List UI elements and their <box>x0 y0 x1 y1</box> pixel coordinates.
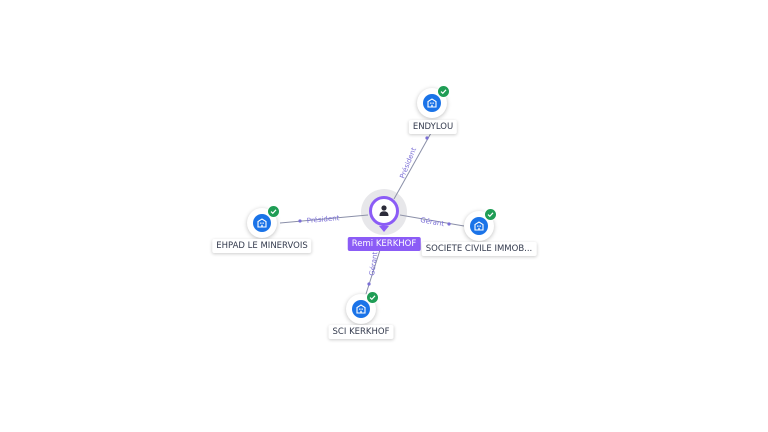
company-icon-bg <box>253 214 271 232</box>
company-node-sci-civile[interactable] <box>464 208 497 241</box>
person-name-label[interactable]: Remi KERKHOF <box>347 237 421 251</box>
company-icon-bg <box>423 94 441 112</box>
check-icon <box>369 295 376 301</box>
edge-endylou <box>393 132 432 200</box>
company-icon-bg <box>470 217 488 235</box>
edge-ehpad <box>279 214 369 224</box>
edge-label-ehpad: Président <box>306 214 339 225</box>
company-node-sci-kerkhof[interactable] <box>346 291 379 324</box>
building-icon <box>356 304 366 314</box>
company-label-endylou[interactable]: ENDYLOU <box>408 120 458 134</box>
verified-badge <box>366 291 379 304</box>
edge-label-sci-civile: Gérant <box>420 216 445 228</box>
building-icon <box>257 218 267 228</box>
check-icon <box>487 212 494 218</box>
company-label-ehpad[interactable]: EHPAD LE MINERVOIS <box>212 239 312 253</box>
check-icon <box>440 89 447 95</box>
verified-badge <box>484 208 497 221</box>
edge-label-sci-kerkhof: Gérant <box>368 251 379 276</box>
edge-sci-civile <box>399 214 465 227</box>
edge-sci-kerkhof <box>365 249 381 295</box>
verified-badge <box>267 205 280 218</box>
company-node-ehpad[interactable] <box>247 205 280 238</box>
company-icon-bg <box>352 300 370 318</box>
edge-arrow-ehpad <box>298 219 302 223</box>
edge-arrow-sci-civile <box>447 222 451 226</box>
building-icon <box>474 221 484 231</box>
building-icon <box>427 98 437 108</box>
verified-badge <box>437 85 450 98</box>
edge-label-endylou: Président <box>398 146 418 180</box>
person-icon <box>379 205 389 216</box>
edge-arrow-endylou <box>425 136 429 140</box>
company-label-sci-civile[interactable]: SOCIETE CIVILE IMMOB... <box>421 242 537 256</box>
edge-arrow-sci-kerkhof <box>367 282 371 286</box>
check-icon <box>270 209 277 215</box>
company-node-endylou[interactable] <box>417 85 450 118</box>
company-label-sci-kerkhof[interactable]: SCI KERKHOF <box>328 325 394 339</box>
person-node[interactable] <box>369 196 399 226</box>
person-pin <box>379 226 389 232</box>
